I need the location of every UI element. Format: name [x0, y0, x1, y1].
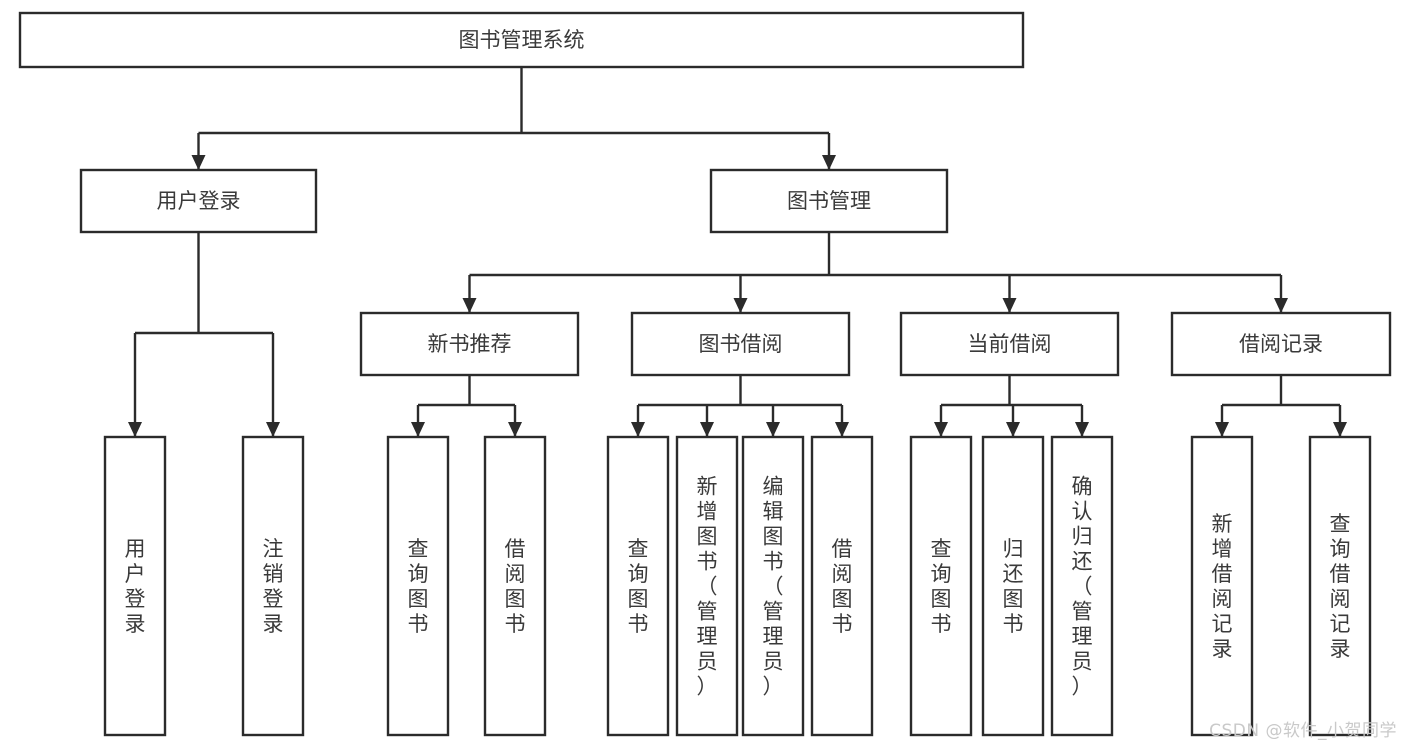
node-leaf_8[interactable]: 借阅图书 [810, 435, 874, 737]
arrow-head-icon [631, 422, 645, 437]
arrow-head-icon [822, 155, 836, 170]
node-label-l3_1: 新书推荐 [428, 332, 512, 356]
node-box-leaf_2[interactable] [241, 435, 305, 737]
arrow-head-icon [835, 422, 849, 437]
node-label-leaf_1: 用户登录 [125, 537, 146, 636]
node-l2_1[interactable]: 用户登录 [79, 168, 318, 234]
arrow-head-icon [411, 422, 425, 437]
node-leaf_4[interactable]: 借阅图书 [483, 435, 547, 737]
node-leaf_7[interactable]: 编辑图书（管理员） [741, 435, 805, 737]
arrow-head-icon [934, 422, 948, 437]
node-box-l2_1[interactable] [79, 168, 318, 234]
arrow-head-icon [1333, 422, 1347, 437]
node-box-leaf_10[interactable] [981, 435, 1045, 737]
node-label-root: 图书管理系统 [459, 28, 585, 52]
arrow-head-icon [733, 298, 748, 313]
node-box-leaf_1[interactable] [103, 435, 167, 737]
node-l3_1[interactable]: 新书推荐 [359, 311, 580, 377]
node-box-leaf_9[interactable] [909, 435, 973, 737]
node-label-leaf_13: 查询借阅记录 [1330, 512, 1351, 661]
node-label-leaf_6: 新增图书（管理员） [697, 475, 718, 699]
node-box-leaf_4[interactable] [483, 435, 547, 737]
node-root[interactable]: 图书管理系统 [18, 11, 1025, 69]
arrow-head-icon [508, 422, 522, 437]
node-label-l3_4: 借阅记录 [1239, 332, 1323, 356]
node-leaf_2[interactable]: 注销登录 [241, 435, 305, 737]
node-box-leaf_12[interactable] [1190, 435, 1254, 737]
node-leaf_1[interactable]: 用户登录 [103, 435, 167, 737]
node-label-leaf_2: 注销登录 [263, 537, 284, 636]
arrow-head-icon [700, 422, 714, 437]
arrow-head-icon [128, 422, 142, 437]
node-box-root[interactable] [18, 11, 1025, 69]
node-box-leaf_3[interactable] [386, 435, 450, 737]
node-leaf_5[interactable]: 查询图书 [606, 435, 670, 737]
arrow-head-icon [191, 155, 206, 170]
node-label-l2_2: 图书管理 [787, 189, 871, 213]
node-l3_3[interactable]: 当前借阅 [899, 311, 1120, 377]
node-label-leaf_3: 查询图书 [408, 537, 429, 636]
arrow-head-icon [266, 422, 280, 437]
node-box-leaf_5[interactable] [606, 435, 670, 737]
node-leaf_6[interactable]: 新增图书（管理员） [675, 435, 739, 737]
node-leaf_11[interactable]: 确认归还（管理员） [1050, 435, 1114, 737]
arrow-head-icon [462, 298, 477, 313]
node-box-leaf_11[interactable] [1050, 435, 1114, 737]
node-leaf_12[interactable]: 新增借阅记录 [1190, 435, 1254, 737]
node-box-l3_4[interactable] [1170, 311, 1392, 377]
node-box-l3_2[interactable] [630, 311, 851, 377]
csdn-watermark: CSDN @软件_小贺同学 [1209, 721, 1397, 741]
node-label-leaf_9: 查询图书 [931, 537, 952, 636]
node-box-leaf_13[interactable] [1308, 435, 1372, 737]
node-leaf_13[interactable]: 查询借阅记录 [1308, 435, 1372, 737]
node-label-leaf_7: 编辑图书（管理员） [763, 475, 784, 699]
node-label-leaf_5: 查询图书 [628, 537, 649, 636]
node-box-l3_1[interactable] [359, 311, 580, 377]
node-box-l3_3[interactable] [899, 311, 1120, 377]
node-leaf_9[interactable]: 查询图书 [909, 435, 973, 737]
connector-layer [128, 67, 1347, 437]
node-label-leaf_12: 新增借阅记录 [1212, 512, 1233, 661]
node-label-leaf_11: 确认归还（管理员） [1072, 475, 1093, 699]
node-label-leaf_4: 借阅图书 [505, 537, 526, 636]
arrow-head-icon [1215, 422, 1229, 437]
node-box-leaf_6[interactable] [675, 435, 739, 737]
node-l2_2[interactable]: 图书管理 [709, 168, 949, 234]
node-box-l2_2[interactable] [709, 168, 949, 234]
node-label-leaf_8: 借阅图书 [832, 537, 853, 636]
arrow-head-icon [1274, 298, 1288, 313]
node-label-l2_1: 用户登录 [157, 189, 241, 213]
arrow-head-icon [1002, 298, 1017, 313]
node-l3_2[interactable]: 图书借阅 [630, 311, 851, 377]
node-label-l3_2: 图书借阅 [699, 332, 783, 356]
node-leaf_10[interactable]: 归还图书 [981, 435, 1045, 737]
node-label-l3_3: 当前借阅 [968, 332, 1052, 356]
node-l3_4[interactable]: 借阅记录 [1170, 311, 1392, 377]
node-layer: 图书管理系统用户登录图书管理新书推荐图书借阅当前借阅借阅记录用户登录注销登录查询… [18, 11, 1392, 737]
node-box-leaf_7[interactable] [741, 435, 805, 737]
node-label-leaf_10: 归还图书 [1003, 537, 1024, 636]
arrow-head-icon [766, 422, 780, 437]
node-leaf_3[interactable]: 查询图书 [386, 435, 450, 737]
node-box-leaf_8[interactable] [810, 435, 874, 737]
arrow-head-icon [1075, 422, 1089, 437]
arrow-head-icon [1006, 422, 1020, 437]
